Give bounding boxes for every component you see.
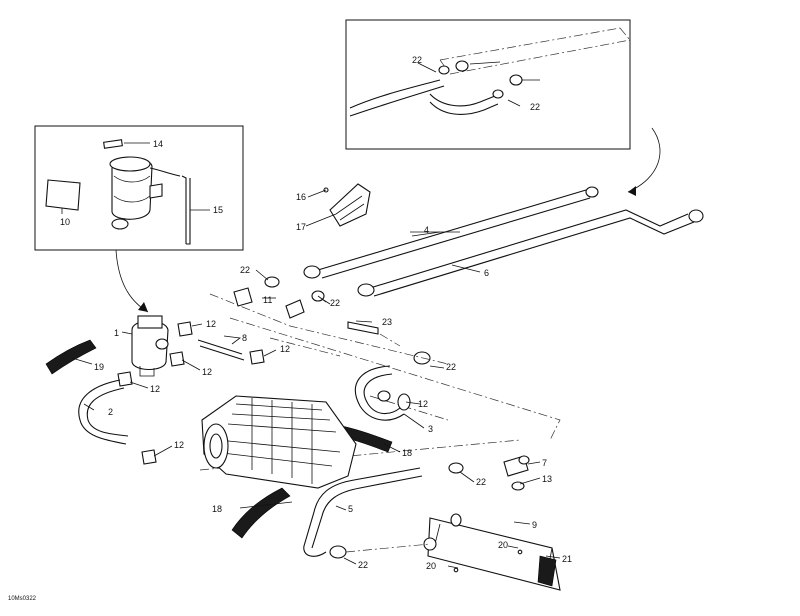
callout-1: 1: [114, 328, 119, 338]
callout-16: 16: [296, 192, 306, 202]
sleeve-18: [231, 487, 291, 539]
pipe-6: [303, 209, 704, 297]
callout-22: 22: [412, 55, 422, 65]
fitting: [117, 371, 133, 387]
hose-8: [197, 339, 245, 361]
callout-3: 3: [428, 424, 433, 434]
arrow-detail-left: [115, 249, 149, 313]
callout-23: 23: [382, 317, 392, 327]
callout-4: 4: [424, 225, 429, 235]
callout-18: 18: [402, 448, 412, 458]
callout-12: 12: [174, 440, 184, 450]
callout-22: 22: [330, 298, 340, 308]
callout-22: 22: [358, 560, 368, 570]
detail-box-top-right: [345, 19, 631, 150]
pipe-3: [354, 365, 405, 421]
callout-5: 5: [348, 504, 353, 514]
screw-20: [517, 549, 523, 555]
callout-7: 7: [542, 458, 547, 468]
callout-22: 22: [240, 265, 250, 275]
leader-lines: [71, 189, 561, 569]
leader-22-top-a: [417, 62, 437, 73]
callout-12: 12: [280, 344, 290, 354]
callout-2: 2: [108, 407, 113, 417]
detail-left-drawing: [45, 139, 191, 245]
callout-15: 15: [213, 205, 223, 215]
arrow-head-left: [138, 302, 148, 312]
detail-top-right-drawing: [349, 27, 631, 117]
fitting: [141, 449, 157, 465]
heat-shield: [329, 183, 371, 227]
callout-6: 6: [484, 268, 489, 278]
clamp-22: [329, 545, 347, 559]
drawing-code: 10Ms0322: [8, 596, 37, 602]
fitting: [169, 351, 185, 367]
callout-21: 21: [562, 554, 572, 564]
sleeve-11: [233, 287, 253, 307]
callout-14: 14: [153, 139, 163, 149]
callout-12: 12: [202, 367, 212, 377]
callout-11: 11: [263, 295, 272, 305]
arrow-detail-top: [627, 127, 661, 193]
routing-lines: [199, 293, 561, 471]
callout-8: 8: [242, 333, 247, 343]
detail-box-left: [34, 125, 244, 251]
pipe-5: [303, 467, 421, 557]
callout-19: 19: [94, 362, 104, 372]
callout-22: 22: [476, 477, 486, 487]
callout-20: 20: [498, 540, 508, 550]
sleeve-19: [45, 339, 97, 375]
grommet-21: [537, 555, 557, 587]
pin-23: [347, 321, 379, 335]
callout-labels: 22 22 14 15 10 16 17 4 6 22 11 22 23 1 1…: [60, 55, 572, 571]
callout-17: 17: [296, 222, 306, 232]
callout-18: 18: [212, 504, 222, 514]
callout-12: 12: [206, 319, 216, 329]
callout-9: 9: [532, 520, 537, 530]
pipe-4: [317, 186, 599, 279]
sleeve-11: [285, 299, 305, 319]
engine: [201, 395, 357, 489]
callout-13: 13: [542, 474, 552, 484]
screw-20: [453, 567, 459, 573]
fitting: [249, 349, 265, 365]
callout-22: 22: [446, 362, 456, 372]
clamp-22: [264, 276, 280, 288]
leader-22-top-b: [507, 99, 521, 107]
callout-12: 12: [150, 384, 160, 394]
oil-tank: [131, 315, 169, 377]
callout-10: 10: [60, 217, 70, 227]
callout-20: 20: [426, 561, 436, 571]
hose-2: [78, 379, 127, 445]
arrow-head-top: [628, 186, 636, 196]
callout-22: 22: [530, 102, 540, 112]
fitting: [177, 321, 193, 337]
callout-12: 12: [418, 399, 428, 409]
clamp-22: [448, 462, 464, 474]
